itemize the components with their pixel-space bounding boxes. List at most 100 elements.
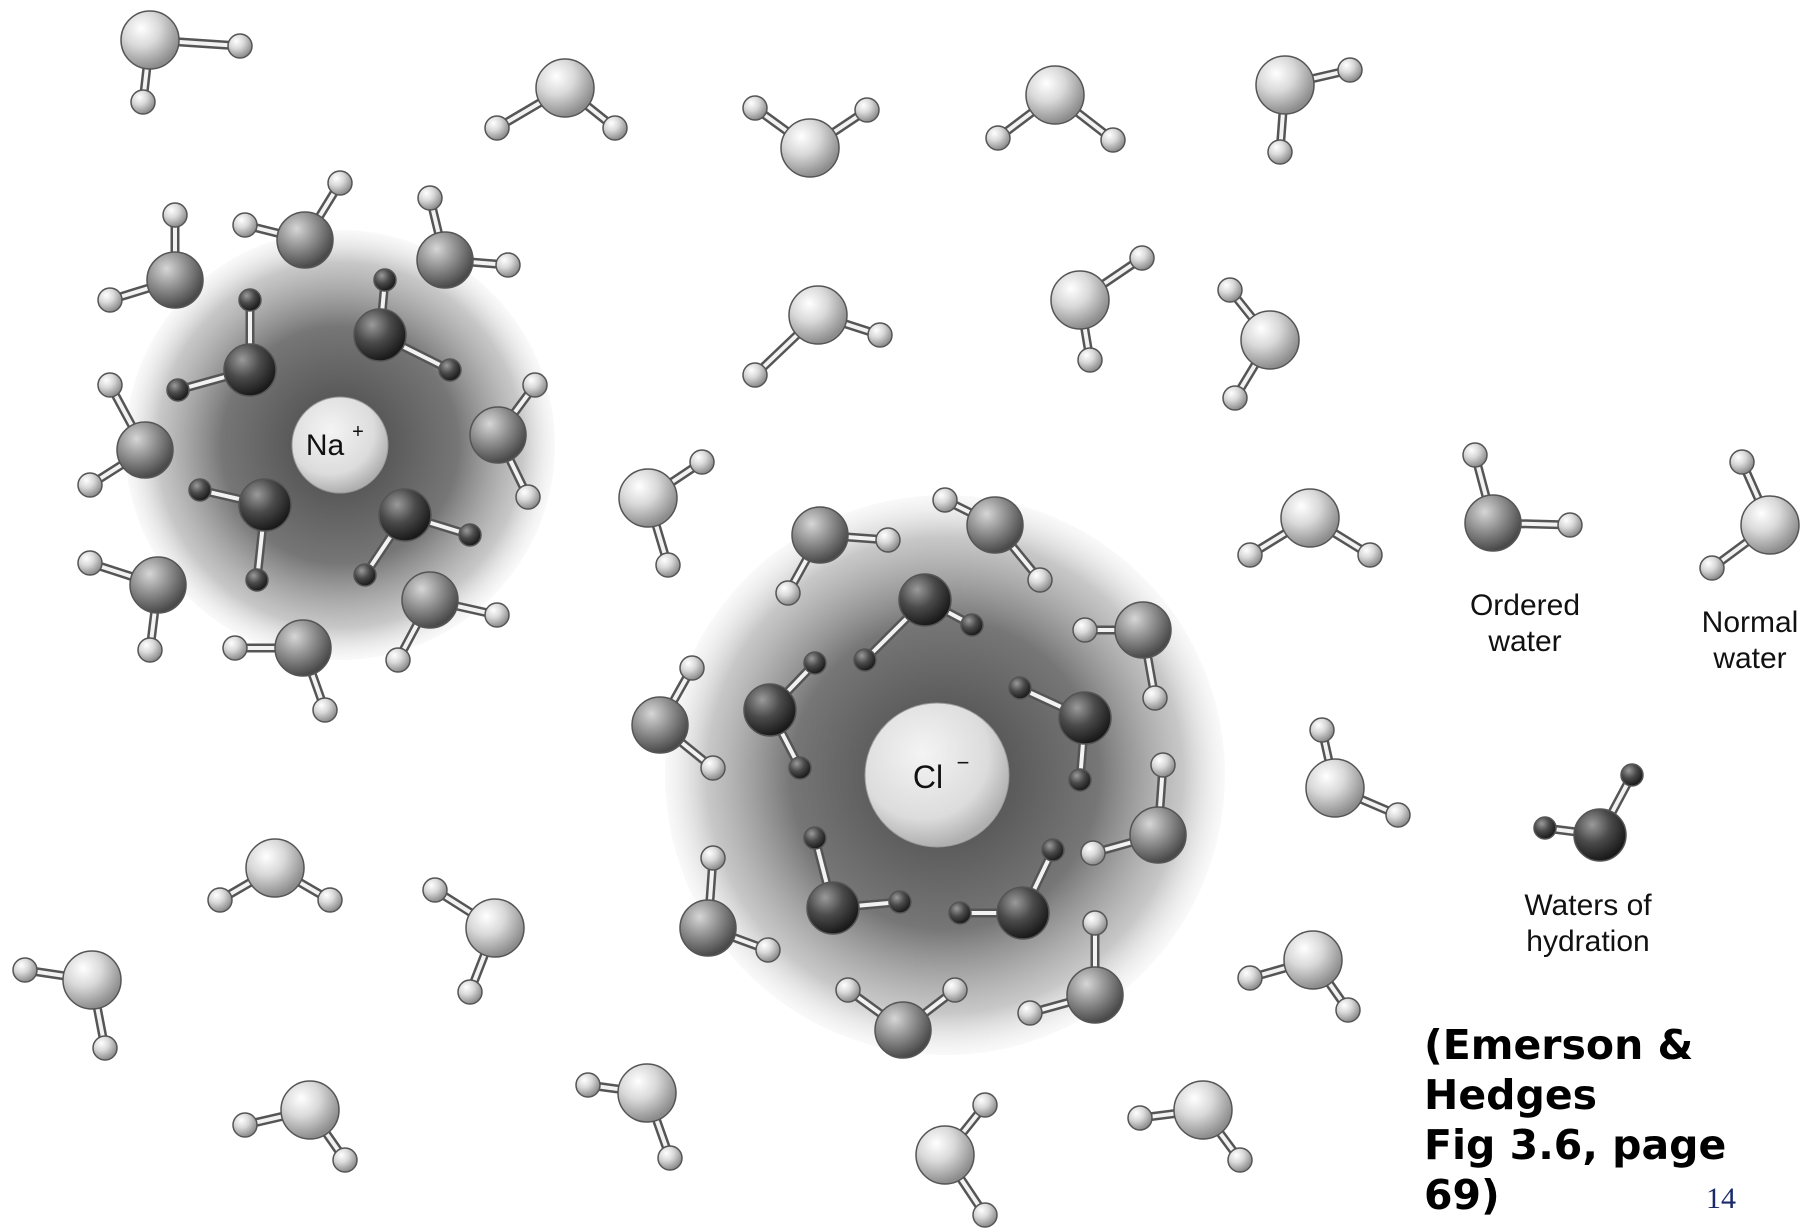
legend-waters-of-hydration-label: Waters of hydration	[1468, 888, 1708, 960]
normal-water-molecule	[576, 1064, 682, 1170]
hydrogen-atom	[386, 648, 410, 672]
hydrogen-atom	[239, 289, 261, 311]
hydrogen-atom	[318, 888, 342, 912]
normal-water-molecule	[423, 878, 524, 1004]
oxygen-atom	[417, 232, 473, 288]
oxygen-atom	[632, 697, 688, 753]
normal-water-molecule	[13, 951, 121, 1060]
hydrogen-atom	[986, 126, 1010, 150]
hydrogen-atom	[1028, 568, 1052, 592]
hydrogen-atom	[1463, 443, 1487, 467]
oxygen-atom	[224, 344, 276, 396]
oxygen-atom	[619, 469, 677, 527]
hydrogen-atom	[313, 698, 337, 722]
oxygen-atom	[781, 119, 839, 177]
hydrogen-atom	[973, 1203, 997, 1227]
hydrogen-atom	[333, 1148, 357, 1172]
normal-water-molecule	[1700, 450, 1799, 580]
normal-water-molecule	[986, 66, 1125, 152]
oxygen-atom	[1284, 931, 1342, 989]
hydrogen-atom	[804, 827, 826, 849]
oxygen-atom	[792, 507, 848, 563]
normal-water-molecule	[208, 839, 342, 912]
hydrogen-atom	[973, 1093, 997, 1117]
hydrogen-atom	[1310, 718, 1334, 742]
ordered-water-molecule	[1463, 443, 1582, 551]
oxygen-atom	[1256, 56, 1314, 114]
oxygen-atom	[875, 1002, 931, 1058]
oxygen-atom	[239, 479, 291, 531]
normal-water-molecule	[1306, 718, 1410, 827]
hydrogen-atom	[855, 98, 879, 122]
normal-water-molecule	[743, 96, 879, 177]
hydrogen-atom	[949, 902, 971, 924]
hydrogen-atom	[485, 116, 509, 140]
normal-water-molecule	[1128, 1081, 1252, 1172]
hydrogen-atom	[1700, 556, 1724, 580]
hydrogen-atom	[576, 1073, 600, 1097]
oxygen-atom	[1574, 809, 1626, 861]
hydrogen-atom	[418, 186, 442, 210]
oxygen-atom	[277, 212, 333, 268]
hydrogen-atom	[516, 485, 540, 509]
hydrogen-atom	[1128, 1106, 1152, 1130]
hydrogen-atom	[1151, 753, 1175, 777]
normal-water-molecule	[1218, 278, 1299, 410]
oxygen-atom	[680, 900, 736, 956]
hydrogen-atom	[246, 569, 268, 591]
hydrogen-atom	[93, 1036, 117, 1060]
oxygen-atom	[1051, 271, 1109, 329]
hydrogen-atom	[656, 553, 680, 577]
hydrogen-atom	[1101, 128, 1125, 152]
figure-citation: (Emerson & Hedges Fig 3.6, page 69)	[1424, 1020, 1816, 1220]
hydrogen-atom	[701, 846, 725, 870]
ordered-water-molecule	[78, 551, 186, 662]
oxygen-atom	[916, 1126, 974, 1184]
hydrogen-atom	[1558, 513, 1582, 537]
hydrogen-atom	[743, 363, 767, 387]
legend-normal-water-label: Normal water	[1620, 605, 1816, 677]
hydrogen-atom	[167, 379, 189, 401]
oxygen-atom	[1026, 66, 1084, 124]
hydrogen-atom	[854, 649, 876, 671]
legend-ordered-water-label: Ordered water	[1400, 588, 1650, 660]
page-number: 14	[1706, 1182, 1736, 1216]
hydrogen-atom	[131, 90, 155, 114]
hydrogen-atom	[804, 652, 826, 674]
hydrogen-atom	[423, 878, 447, 902]
hydrogen-atom	[523, 373, 547, 397]
oxygen-atom	[379, 489, 431, 541]
hydrogen-atom	[208, 888, 232, 912]
hydrogen-atom	[680, 656, 704, 680]
oxygen-atom	[121, 11, 179, 69]
hydrogen-atom	[690, 450, 714, 474]
hydrogen-atom	[1358, 543, 1382, 567]
hydrogen-atom	[1081, 841, 1105, 865]
hydrogen-atom	[485, 603, 509, 627]
hydrogen-atom	[98, 288, 122, 312]
hydrogen-atom	[1042, 839, 1064, 861]
hydrogen-atom	[1069, 769, 1091, 791]
hydrogen-atom	[458, 980, 482, 1004]
hydrogen-atom	[1083, 911, 1107, 935]
oxygen-atom	[1059, 692, 1111, 744]
hydrogen-atom	[1143, 686, 1167, 710]
oxygen-atom	[997, 887, 1049, 939]
hydrogen-atom	[658, 1146, 682, 1170]
hydrogen-atom	[189, 479, 211, 501]
hydrogen-atom	[1386, 803, 1410, 827]
oxygen-atom	[1241, 311, 1299, 369]
hydrogen-atom	[933, 488, 957, 512]
normal-water-molecule	[1238, 489, 1382, 567]
hydrogen-atom	[1009, 677, 1031, 699]
oxygen-atom	[470, 407, 526, 463]
oxygen-atom	[1130, 807, 1186, 863]
hydrogen-atom	[603, 116, 627, 140]
hydrogen-atom	[228, 34, 252, 58]
hydrogen-atom	[1338, 58, 1362, 82]
oxygen-atom	[354, 309, 406, 361]
normal-water-molecule	[121, 11, 252, 114]
oxygen-atom	[967, 497, 1023, 553]
hydrogen-atom	[1238, 966, 1262, 990]
oxygen-atom	[402, 572, 458, 628]
